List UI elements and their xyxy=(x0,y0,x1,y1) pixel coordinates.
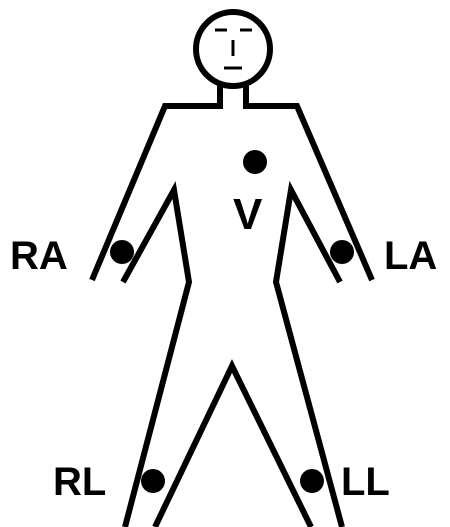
electrode-ra-label: RA xyxy=(10,236,68,276)
electrode-v-dot xyxy=(243,150,267,174)
electrode-la-label: LA xyxy=(384,236,437,276)
electrode-la-dot xyxy=(330,240,354,264)
electrode-ll-label: LL xyxy=(341,462,390,502)
crotch-contour xyxy=(155,366,311,527)
electrode-ra-dot xyxy=(110,240,134,264)
electrode-rl-dot xyxy=(141,469,165,493)
electrode-ll-dot xyxy=(300,469,324,493)
electrode-v-label: V xyxy=(233,193,262,237)
electrode-rl-label: RL xyxy=(53,462,106,502)
